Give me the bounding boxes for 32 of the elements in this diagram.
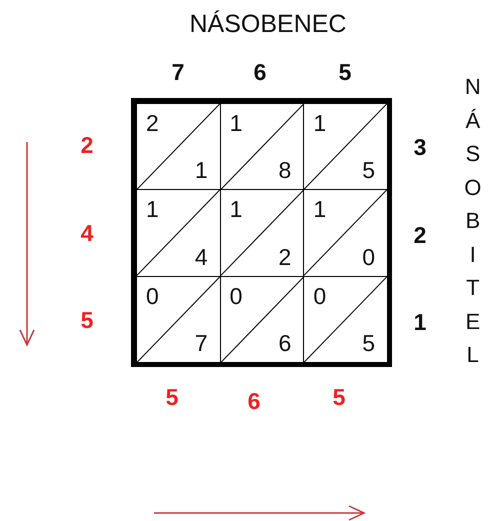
units-digit: 1 [194, 157, 208, 184]
tens-digit: 0 [313, 282, 326, 309]
tens-digit: 0 [146, 282, 159, 309]
result-digit: 4 [80, 219, 94, 247]
title: NÁSOBENEC [188, 10, 348, 39]
multiplicand-digit: 5 [338, 58, 352, 86]
multiplier-digit: 3 [412, 133, 428, 161]
multiplier-digit: 1 [412, 308, 428, 336]
multiplier-digit: 2 [412, 221, 428, 249]
units-digit: 6 [278, 330, 292, 356]
units-digit: 5 [362, 330, 375, 356]
result-digit: 5 [80, 306, 94, 334]
result-digit: 5 [332, 383, 346, 411]
multiplicand-digit: 7 [170, 58, 186, 86]
units-digit: 2 [278, 244, 292, 270]
tens-digit: 1 [146, 196, 159, 222]
tens-digit: 0 [230, 282, 242, 309]
result-digit: 6 [246, 387, 262, 415]
units-digit: 0 [362, 244, 375, 270]
units-digit: 8 [278, 157, 292, 184]
tens-digit: 1 [230, 110, 242, 136]
multiplicand-digit: 6 [252, 58, 268, 86]
tens-digit: 1 [313, 110, 326, 136]
tens-digit: 1 [230, 196, 242, 222]
result-digit: 5 [164, 383, 180, 411]
units-digit: 5 [362, 157, 375, 184]
units-digit: 7 [194, 330, 208, 356]
tens-digit: 2 [146, 110, 159, 136]
tens-digit: 1 [313, 196, 326, 222]
units-digit: 4 [194, 244, 208, 270]
result-digit: 2 [80, 131, 94, 159]
vertical-label: NÁSOBITEL [464, 73, 482, 369]
